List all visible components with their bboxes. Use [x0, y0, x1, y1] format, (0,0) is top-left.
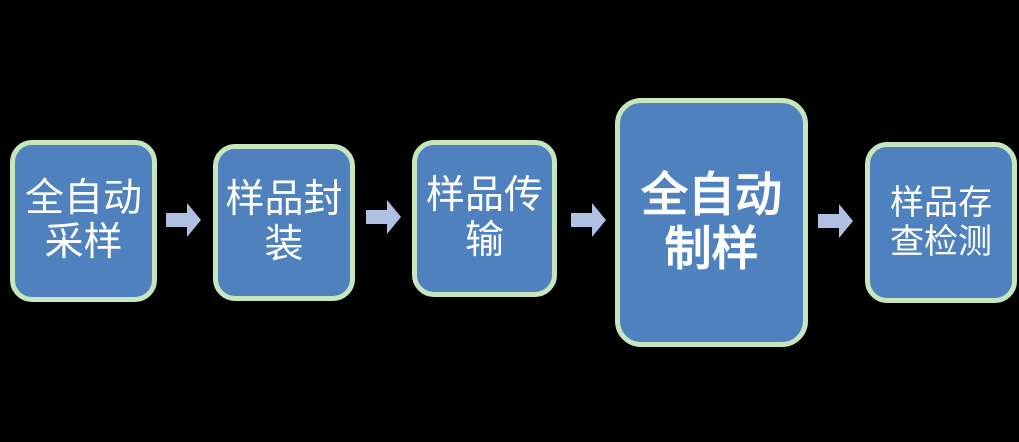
right-block-arrow-icon [818, 204, 853, 238]
step-label-line: 样品封 [225, 177, 343, 223]
right-block-arrow-icon [366, 200, 401, 234]
step-label-line: 样品传 [425, 173, 543, 219]
step-sample-transfer: 样品传 输 [412, 140, 557, 297]
step-sample-packaging: 样品封 装 [213, 144, 355, 301]
step-label-line: 制样 [664, 221, 759, 277]
step-label-line: 装 [264, 221, 304, 267]
step-label-line: 输 [464, 217, 504, 263]
step-label-line: 全自动 [24, 175, 142, 221]
step-label-line: 查检测 [890, 221, 992, 262]
right-block-arrow-icon [166, 203, 201, 237]
step-sample-storage-inspection: 样品存 查检测 [865, 142, 1017, 303]
step-label-line: 样品存 [890, 182, 992, 223]
step-auto-sampling: 全自动 采样 [10, 140, 157, 302]
step-label-line: 全自动 [641, 167, 782, 223]
right-block-arrow-icon [571, 203, 606, 237]
step-auto-sample-preparation: 全自动 制样 [615, 98, 808, 347]
step-label-line: 采样 [44, 220, 123, 265]
